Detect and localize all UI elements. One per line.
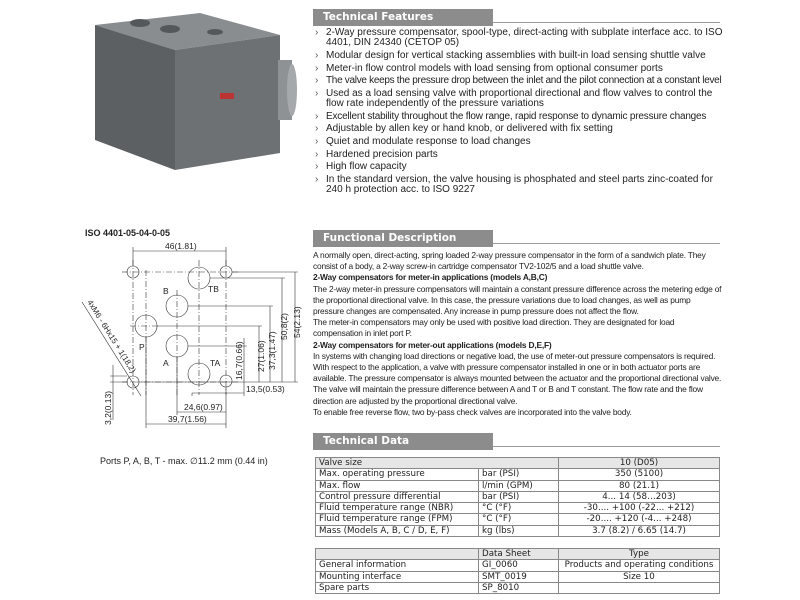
dim-50-8: 50,8(2): [279, 313, 289, 340]
dim-16-7: 16,7(0.66): [234, 341, 244, 380]
diagram-title: ISO 4401-05-04-0-05: [85, 228, 170, 238]
thread-label: 4xM6 - 6Hx15 + 1(18,2): [85, 298, 137, 375]
list-item: Hardened precision parts: [313, 149, 723, 161]
valve-image: [95, 13, 297, 170]
dim-24-6: 24,6(0.97): [184, 402, 223, 412]
port-a-label: A: [163, 358, 169, 368]
features-list: 2-Way pressure compensator, spool-type, …: [313, 27, 723, 198]
subheading: 2-Way compensators for meter-in applicat…: [313, 272, 548, 283]
functional-description-header: Functional Description: [313, 226, 720, 247]
technical-features-header: Technical Features: [313, 5, 720, 26]
list-item: Modular design for vertical stacking ass…: [313, 50, 723, 62]
dim-27: 27(1.06): [256, 340, 266, 372]
list-item: Meter-in flow control models with load s…: [313, 63, 723, 75]
port-ta-label: TA: [210, 358, 221, 368]
port-p-label: P: [139, 342, 145, 352]
functional-description-text: A normally open, direct-acting, spring l…: [313, 250, 723, 418]
subheading: 2-Way compensators for meter-out applica…: [313, 339, 552, 350]
dim-3-2: 3,2(0.13): [103, 391, 113, 425]
section-title: Functional Description: [313, 230, 493, 247]
port-pattern-diagram: ISO 4401-05-04-0-05 46(1.81) 54(2.13) 50…: [81, 228, 302, 466]
section-title: Technical Data: [313, 433, 493, 450]
paragraph: To enable free reverse flow, two by-pass…: [313, 406, 632, 417]
dim-13-5: 13,5(0.53): [246, 384, 285, 394]
section-title: Technical Features: [313, 9, 493, 26]
port-tb-label: TB: [208, 284, 219, 294]
ports-note: Ports P, A, B, T - max. ∅11.2 mm (0.44 i…: [100, 456, 268, 466]
dim-37-3: 37,3(1.47): [267, 331, 277, 370]
paragraph: The 2-way meter-in pressure compensators…: [313, 283, 722, 317]
dim-54: 54(2.13): [292, 306, 302, 338]
list-item: Excellent stability throughout the flow …: [313, 111, 723, 123]
list-item: In the standard version, the valve housi…: [313, 174, 723, 196]
port-b-label: B: [163, 286, 169, 296]
dim-39-7: 39,7(1.56): [168, 414, 207, 424]
list-item: 2-Way pressure compensator, spool-type, …: [313, 27, 723, 49]
paragraph: A normally open, direct-acting, spring l…: [313, 250, 706, 272]
table-row: Fluid temperature range (NBR)°C (°F)-30.…: [315, 502, 720, 515]
list-item: The valve keeps the pressure drop betwee…: [313, 75, 723, 87]
list-item: High flow capacity: [313, 161, 723, 173]
technical-data-header: Technical Data: [313, 429, 720, 450]
table-row: Mass (Models A, B, C / D, E, F)kg (lbs)3…: [315, 524, 720, 538]
list-item: Adjustable by allen key or hand knob, or…: [313, 123, 723, 135]
list-item: Quiet and modulate response to load chan…: [313, 136, 723, 148]
paragraph: The meter-in compensators may only be us…: [313, 317, 675, 339]
paragraph: In systems with changing load directions…: [313, 350, 722, 406]
list-item: Used as a load sensing valve with propor…: [313, 88, 723, 110]
table-row: Fluid temperature range (FPM)°C (°F)-20.…: [315, 513, 720, 526]
dim-46: 46(1.81): [165, 241, 197, 251]
